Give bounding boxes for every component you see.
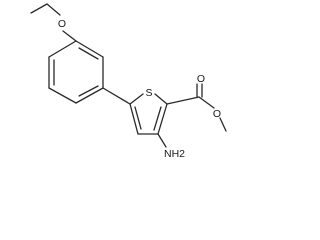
bond-ester-o-methyl xyxy=(219,117,227,132)
thiophene-double-bond-c4-c5 xyxy=(134,106,142,130)
thiophene-bond-c2-c3 xyxy=(157,103,168,135)
bond-ethyl-ch2-o xyxy=(46,3,61,16)
thiophene-bond-s-c2 xyxy=(154,93,168,105)
thiophene-bond-c4-c5 xyxy=(129,103,139,135)
ester-oxygen-label: O xyxy=(213,108,221,120)
benzene-double-bond-2 xyxy=(78,85,99,97)
sulfur-label: S xyxy=(145,87,152,99)
amino-group-label: NH2 xyxy=(164,148,185,160)
benzene-bond-6 xyxy=(48,40,77,58)
thiophene-bond-c5-s xyxy=(129,93,144,105)
methyl-ester-group xyxy=(166,83,227,132)
thiophene-double-bond-c2-c3 xyxy=(153,106,162,131)
bond-ethyl-ch3-ch2 xyxy=(30,3,48,14)
bond-carbonyl-ester-o xyxy=(198,96,215,109)
bond-c3-nh2 xyxy=(157,133,167,148)
bond-o-aryl xyxy=(62,30,77,42)
benzene-ring xyxy=(48,40,104,104)
chemical-structure-diagram: O S O O NH2 xyxy=(30,3,227,160)
thiophene-ring xyxy=(129,93,168,135)
benzene-bond-1 xyxy=(75,40,104,58)
ether-oxygen-label: O xyxy=(58,18,66,30)
carbonyl-oxygen-label: O xyxy=(197,73,205,85)
benzene-bond-3 xyxy=(75,87,104,104)
benzene-double-bond-1 xyxy=(78,47,99,60)
bond-aryl-thiophene xyxy=(102,87,131,105)
ethoxy-group xyxy=(30,3,77,42)
benzene-bond-4 xyxy=(48,87,77,104)
bond-c2-carbonyl xyxy=(166,96,200,105)
